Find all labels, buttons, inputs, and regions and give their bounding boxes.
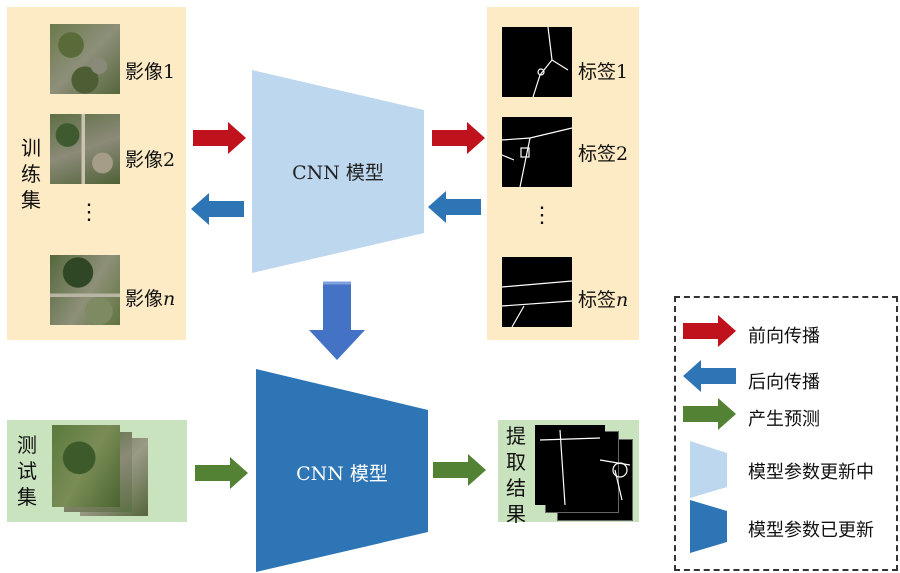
image-label-n-suffix: n <box>163 288 176 310</box>
result-title-char: 提 <box>506 424 526 448</box>
backward-arrows <box>191 191 481 225</box>
training-set-title: 训 练 集 <box>18 135 44 213</box>
image-label-1: 影像1 <box>125 61 176 83</box>
label-text-1: 标签1 <box>578 61 629 83</box>
result-title: 提 取 结 果 <box>503 423 529 527</box>
legend-label-updating: 模型参数更新中 <box>748 462 874 483</box>
forward-arrow-icon <box>193 122 246 154</box>
label-mask-2 <box>502 117 572 187</box>
cnn-model-updating-shape <box>252 70 424 273</box>
cnn-model-top-label: CNN 模型 <box>292 162 384 184</box>
aerial-image-2 <box>50 114 120 184</box>
cnn-model-bottom-label: CNN 模型 <box>296 463 388 485</box>
labels-ellipsis: ⋮ <box>531 203 553 228</box>
result-mask-roads <box>539 429 631 506</box>
training-ellipsis: ⋮ <box>78 200 100 225</box>
test-set-title: 测 试 集 <box>14 432 40 510</box>
legend-red-arrow-right-icon <box>683 315 736 347</box>
predict-arrows <box>195 454 486 489</box>
cnn-model-updated-shape <box>256 369 428 572</box>
test-image-stack-front <box>52 425 120 507</box>
label-mask-n-roads <box>501 280 573 328</box>
legend-label-predict: 产生预测 <box>748 409 820 430</box>
label-text-n-prefix: 标签 <box>578 289 617 311</box>
legend-label-backward: 后向传播 <box>748 372 820 393</box>
predict-arrow-icon <box>433 454 486 486</box>
training-set-title-char: 集 <box>21 188 41 212</box>
test-set-title-char: 试 <box>17 459 37 483</box>
image-label-n-prefix: 影像 <box>125 288 164 310</box>
result-title-char: 取 <box>506 450 526 474</box>
legend-dark-blue-trapezoid-icon <box>690 500 727 553</box>
forward-arrow-icon <box>432 122 485 154</box>
label-text-n: 标签n <box>578 285 628 312</box>
test-set-title-char: 测 <box>17 433 37 457</box>
legend-blue-arrow-left-icon <box>683 360 736 392</box>
label-mask-1-roads <box>532 26 569 98</box>
result-title-char: 结 <box>506 476 526 500</box>
down-arrow-icon <box>309 283 365 360</box>
legend <box>674 296 898 571</box>
legend-light-blue-trapezoid-icon <box>690 441 727 498</box>
legend-label-updated: 模型参数已更新 <box>748 520 874 541</box>
legend-green-arrow-right-icon <box>683 398 736 430</box>
aerial-image-n <box>50 255 120 325</box>
training-set-title-char: 练 <box>21 162 41 186</box>
image-label-2: 影像2 <box>125 149 176 171</box>
label-text-n-suffix: n <box>616 289 629 311</box>
label-text-2: 标签2 <box>578 143 629 165</box>
test-set-title-char: 集 <box>17 485 37 509</box>
result-title-char: 果 <box>506 502 526 526</box>
label-mask-2-roads <box>501 127 573 188</box>
forward-arrows <box>193 122 485 154</box>
predict-arrow-icon <box>195 457 248 489</box>
image-label-n: 影像n <box>125 284 175 311</box>
legend-label-forward: 前向传播 <box>748 326 820 347</box>
training-set-title-char: 训 <box>21 136 41 160</box>
label-mask-n <box>502 257 572 327</box>
aerial-image-1 <box>50 24 120 94</box>
backward-arrow-icon <box>191 193 244 225</box>
backward-arrow-icon <box>428 191 481 223</box>
